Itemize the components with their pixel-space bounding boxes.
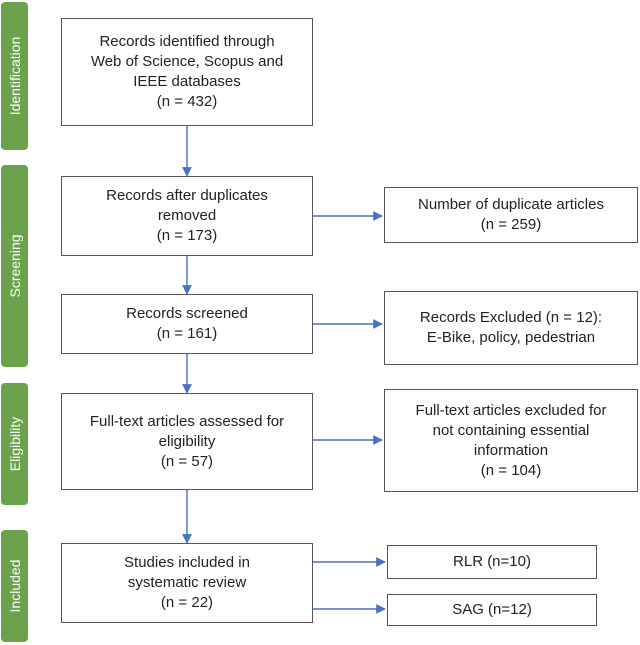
box-fulltext-assessed: Full-text articles assessed for eligibil… — [61, 393, 313, 490]
box-records-screened: Records screened (n = 161) — [61, 294, 313, 354]
box-sag: SAG (n=12) — [387, 594, 597, 626]
box-records-identified-text: Records identified through Web of Scienc… — [90, 33, 284, 110]
phase-screening: Screening — [1, 165, 28, 367]
box-records-screened-text: Records screened (n = 161) — [126, 305, 248, 342]
box-rlr-text: RLR (n=10) — [453, 553, 531, 570]
box-after-duplicates-text: Records after duplicates removed (n = 17… — [106, 187, 268, 244]
box-after-duplicates: Records after duplicates removed (n = 17… — [61, 176, 313, 256]
phase-eligibility: Eligibility — [1, 383, 28, 505]
box-studies-included-text: Studies included in systematic review (n… — [124, 554, 250, 611]
box-fulltext-assessed-text: Full-text articles assessed for eligibil… — [89, 412, 285, 470]
box-studies-included: Studies included in systematic review (n… — [61, 543, 313, 623]
box-records-identified: Records identified through Web of Scienc… — [61, 18, 313, 126]
phase-identification: Identification — [1, 2, 28, 150]
box-sag-text: SAG (n=12) — [452, 601, 532, 618]
box-duplicates: Number of duplicate articles (n = 259) — [384, 187, 638, 243]
box-records-excluded-text: Records Excluded (n = 12): E-Bike, polic… — [419, 309, 603, 346]
box-records-excluded: Records Excluded (n = 12): E-Bike, polic… — [384, 291, 638, 365]
box-fulltext-excluded-text: Full-text articles excluded for not cont… — [415, 401, 607, 479]
box-rlr: RLR (n=10) — [387, 545, 597, 579]
phase-included: Included — [1, 530, 28, 642]
box-duplicates-text: Number of duplicate articles (n = 259) — [418, 196, 604, 233]
box-fulltext-excluded: Full-text articles excluded for not cont… — [384, 389, 638, 492]
